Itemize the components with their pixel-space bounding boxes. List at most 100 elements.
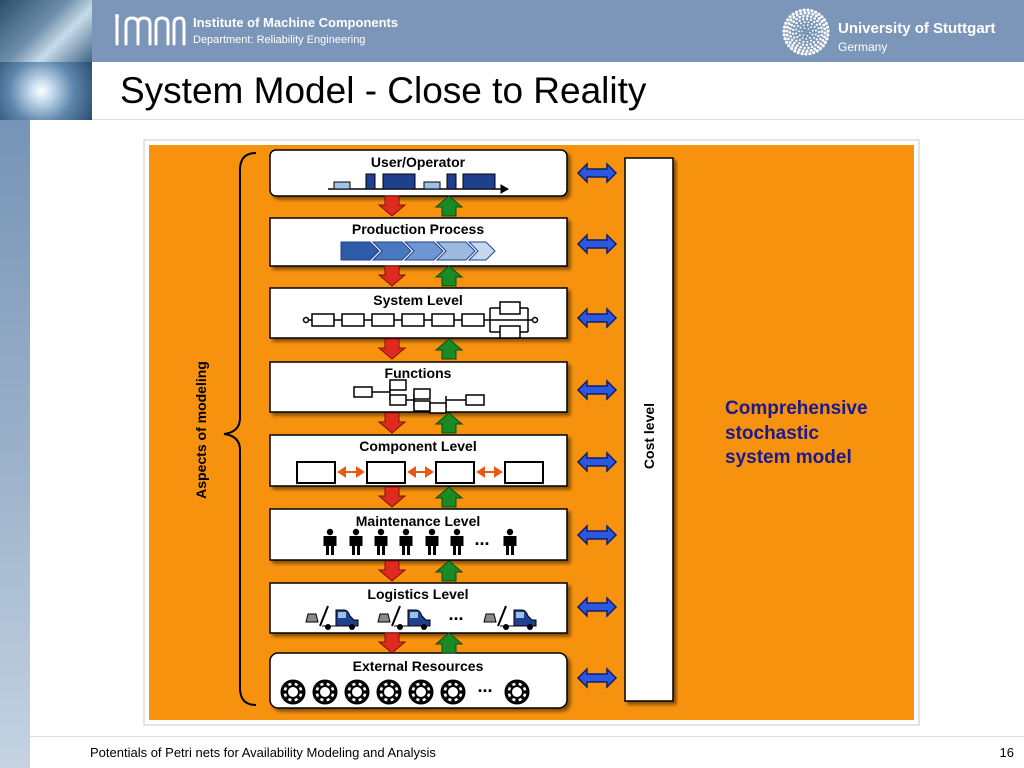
reliability-block-diagram: [302, 301, 539, 339]
logo-dot: [791, 12, 795, 16]
logo-dot: [822, 35, 826, 39]
university-logo: [782, 8, 830, 56]
logo-dot: [813, 47, 817, 51]
logo-dot: [803, 11, 807, 15]
logo-dot: [807, 11, 811, 15]
logo-dot: [817, 27, 820, 30]
logo-dot: [801, 30, 803, 33]
logo-dot: [820, 15, 824, 19]
logo-dot: [817, 30, 821, 34]
logo-dot: [807, 46, 810, 50]
logo-dot: [814, 43, 817, 47]
logo-dot: [793, 36, 796, 39]
logo-dot: [805, 38, 808, 40]
header-photo: [0, 0, 92, 62]
logo-dot: [819, 37, 822, 41]
summary-line-1: Comprehensive: [725, 398, 868, 419]
logo-dot: [821, 44, 825, 48]
logo-dot: [787, 22, 791, 25]
logo-dot: [794, 10, 799, 14]
page-number: 16: [999, 745, 1014, 760]
logo-dot: [821, 39, 825, 42]
logo-dot: [786, 18, 790, 22]
logo-dot: [787, 44, 791, 48]
imma-logo: [115, 14, 186, 46]
logo-dot: [798, 9, 802, 13]
logo-dot: [788, 41, 792, 44]
logo-dot: [811, 29, 814, 32]
logo-dot: [788, 15, 792, 19]
level-label-functions: Functions: [385, 365, 452, 381]
logo-dot: [782, 29, 786, 33]
logo-dot: [796, 36, 799, 39]
logo-dot: [782, 33, 786, 37]
logo-dot: [796, 24, 800, 28]
logo-dot: [793, 25, 796, 28]
logo-dot: [812, 51, 816, 55]
component-chain: [296, 461, 544, 484]
logo-dot: [803, 46, 806, 50]
logo-dot: [798, 30, 800, 33]
logo-dot: [786, 25, 790, 29]
logo-dot: [799, 12, 803, 16]
level-label-production-process: Production Process: [352, 221, 484, 237]
logo-dot: [796, 44, 799, 47]
logo-dot: [802, 8, 806, 12]
logo-dot: [790, 23, 793, 27]
title-divider: [92, 119, 1024, 120]
logo-dot: [817, 34, 820, 38]
logo-dot: [806, 24, 809, 27]
logo-dot: [795, 39, 798, 42]
logo-dot: [794, 46, 798, 50]
cost-level-column: [624, 157, 674, 702]
logo-dot: [797, 48, 801, 52]
logo-dot: [802, 14, 805, 18]
footer-text: Potentials of Petri nets for Availabilit…: [90, 745, 436, 760]
logo-dot: [806, 40, 809, 43]
logo-dot: [799, 22, 802, 25]
logo-dot: [822, 23, 826, 27]
logo-dot: [809, 31, 811, 34]
logo-dot: [813, 20, 816, 24]
logo-dot: [810, 22, 814, 26]
side-photo: [0, 62, 92, 120]
logo-dot: [816, 40, 820, 44]
logo-dot: [820, 26, 823, 30]
level-label-user-operator: User/Operator: [371, 154, 466, 170]
logo-dot: [811, 33, 814, 36]
logo-dot: [809, 15, 813, 19]
logo-dot: [789, 18, 793, 22]
logo-dot: [786, 37, 790, 41]
logo-dot: [799, 45, 803, 49]
logo-dot: [810, 45, 814, 49]
logo-dot: [801, 49, 805, 53]
logo-dot: [795, 13, 799, 17]
level-box-maintenance-level: [269, 508, 568, 561]
logo-dot: [815, 23, 818, 26]
logo-dot: [805, 17, 809, 21]
logo-dot: [798, 19, 801, 22]
logo-dot: [802, 34, 805, 36]
level-label-component-level: Component Level: [359, 438, 476, 454]
logo-dot: [812, 41, 816, 44]
brace-label: Aspects of modeling: [193, 361, 209, 499]
university-country: Germany: [838, 40, 888, 54]
logo-dot: [802, 40, 805, 43]
logo-dot: [802, 18, 805, 21]
logo-dot: [800, 52, 804, 56]
summary-line-3: system model: [725, 447, 852, 468]
logo-dot: [801, 43, 805, 46]
logo-dot: [806, 8, 810, 12]
level-label-logistics-level: Logistics Level: [367, 586, 468, 602]
logo-dot: [813, 25, 816, 28]
logo-dot: [825, 25, 830, 29]
logo-dot: [803, 21, 806, 24]
logo-dot: [798, 34, 801, 37]
logo-dot: [819, 42, 823, 46]
logo-dot: [798, 38, 802, 42]
logo-dot: [822, 18, 826, 22]
logo-dot: [810, 9, 814, 13]
institute-name: Institute of Machine Components: [193, 15, 399, 30]
side-decoration: [0, 62, 30, 768]
